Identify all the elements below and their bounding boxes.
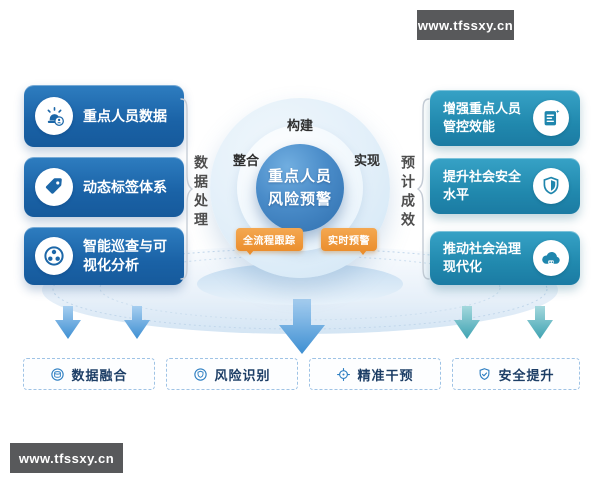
down-arrow-icon: [527, 306, 553, 339]
data-fusion-icon: [50, 367, 65, 382]
down-arrow-icon: [454, 306, 480, 339]
right-panel-item-label: 提升社会安全水平: [443, 168, 522, 202]
badge-full-process-tracking: 全流程跟踪: [236, 228, 303, 255]
right-group-label: 预计成效: [400, 155, 416, 231]
shield-check-icon: [477, 367, 492, 382]
target-icon: [336, 367, 351, 382]
bottom-item-data-fusion: 数据融合: [23, 358, 155, 390]
down-arrow-icon: [124, 306, 150, 339]
left-panel-item-label: 动态标签体系: [83, 178, 167, 195]
right-panel-item-control-efficiency: 增强重点人员管控效能: [430, 90, 580, 146]
right-panel-item-label: 增强重点人员管控效能: [443, 100, 522, 134]
badge-realtime-warning: 实时预警: [321, 228, 377, 255]
left-brace: [180, 98, 193, 280]
left-panel-item-dynamic-tags: 动态标签体系: [24, 157, 184, 217]
left-panel-item-label: 重点人员数据: [83, 107, 167, 124]
ring-label-left: 整合: [233, 153, 260, 168]
watermark-bottom-left: www.tfssxy.cn: [10, 443, 123, 473]
alarm-person-icon: [35, 97, 73, 135]
bottom-item-precise-intervention: 精准干预: [309, 358, 441, 390]
left-group-label: 数据处理: [193, 155, 209, 231]
risk-shield-icon: [193, 367, 208, 382]
collaboration-icon: [35, 237, 73, 275]
core-title-line2: 风险预警: [267, 191, 332, 208]
bottom-item-label: 风险识别: [214, 367, 271, 383]
left-panel-item-smart-inspection: 智能巡查与可视化分析: [24, 227, 184, 285]
left-panel-item-key-personnel-data: 重点人员数据: [24, 85, 184, 147]
left-panel-item-label: 智能巡查与可视化分析: [83, 238, 167, 273]
ring-label-right: 实现: [354, 153, 381, 168]
bottom-item-label: 安全提升: [498, 367, 555, 383]
down-arrow-icon: [55, 306, 81, 339]
ring-label-top: 构建: [287, 118, 314, 133]
down-arrow-large-icon: [279, 299, 325, 354]
right-brace: [417, 98, 430, 280]
right-panel-item-governance-modernization: 推动社会治理现代化: [430, 231, 580, 285]
bottom-item-label: 精准干预: [357, 367, 414, 383]
cloud-icon: [533, 240, 569, 276]
right-panel-item-label: 推动社会治理现代化: [443, 240, 522, 274]
core-title-line1: 重点人员: [267, 167, 332, 185]
watermark-top-right: www.tfssxy.cn: [417, 10, 514, 40]
report-icon: [533, 100, 569, 136]
right-panel-item-social-safety: 提升社会安全水平: [430, 158, 580, 214]
bottom-item-risk-identification: 风险识别: [166, 358, 298, 390]
bottom-item-safety-improvement: 安全提升: [452, 358, 580, 390]
shield-icon: [533, 168, 569, 204]
bottom-item-label: 数据融合: [71, 367, 128, 383]
core-circle: 重点人员 风险预警: [256, 144, 344, 232]
tag-icon: [35, 168, 73, 206]
